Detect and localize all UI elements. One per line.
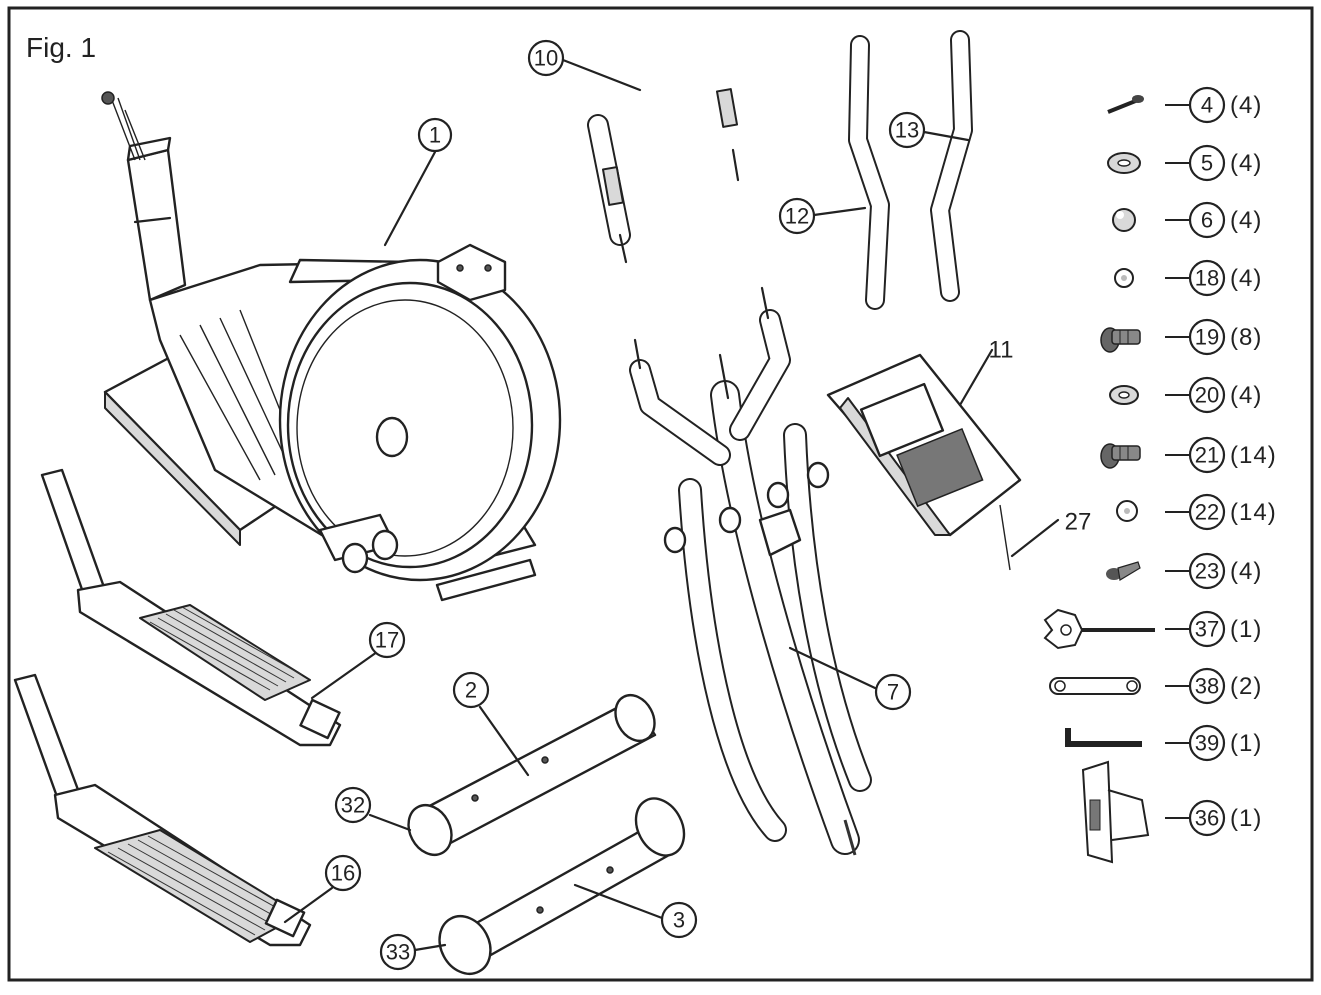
- callout-17: 17: [375, 628, 399, 653]
- part-number-circle: [1188, 86, 1226, 124]
- hardware-legend: 4(4)5(4)6(4)18(4)19(8)20(4)21(14)22(14)2…: [1165, 86, 1277, 837]
- hardware-row-37: 37 (1): [1165, 610, 1262, 648]
- hardware-row-36: 36 (1): [1165, 799, 1262, 837]
- hardware-row-21: 21 (14): [1165, 436, 1277, 474]
- part-32-end-cap: [407, 803, 453, 857]
- callout-12: 12: [785, 204, 809, 229]
- curved-washer-icon: [1109, 385, 1139, 405]
- part-number-circle: [1188, 667, 1226, 705]
- hardware-icons: [1043, 95, 1155, 864]
- bottle-holder-icon: [1081, 760, 1150, 864]
- callout-32: 32: [341, 793, 365, 818]
- hardware-part-number: 37: [1195, 617, 1219, 642]
- callouts: 1 10 12 13 11 27 7 17 2 32: [283, 39, 1092, 971]
- hardware-quantity: (4): [1230, 150, 1262, 177]
- hardware-part-number: 22: [1195, 500, 1219, 525]
- screw-icon: [1100, 443, 1141, 469]
- part-1-main-frame: [101, 91, 562, 602]
- hardware-part-number: 18: [1195, 266, 1219, 291]
- hardware-row-19: 19 (8): [1165, 318, 1262, 356]
- part-3-tube: [438, 797, 686, 975]
- hardware-part-number: 4: [1201, 93, 1213, 118]
- spanner-icon: [1049, 677, 1141, 695]
- part-number-circle: [1188, 144, 1226, 182]
- hardware-row-38: 38 (2): [1165, 667, 1262, 705]
- hardware-part-number: 20: [1195, 383, 1219, 408]
- hardware-row-22: 22 (14): [1165, 493, 1277, 531]
- hardware-part-number: 5: [1201, 151, 1213, 176]
- part-number-circle: [1188, 493, 1226, 531]
- hardware-quantity: (4): [1230, 558, 1262, 585]
- part-16-pedal-arm: [13, 673, 312, 947]
- allen-key-icon: [1065, 728, 1142, 747]
- hardware-part-number: 6: [1201, 208, 1213, 233]
- hardware-row-18: 18 (4): [1165, 259, 1262, 297]
- part-10-handlebar: [587, 44, 742, 264]
- hardware-quantity: (14): [1230, 442, 1277, 469]
- part-number-circle: [1188, 259, 1226, 297]
- flat-washer-icon: [1114, 268, 1134, 288]
- hardware-part-number: 39: [1195, 731, 1219, 756]
- part-number-circle: [1188, 318, 1226, 356]
- part-33-end-cap: [438, 915, 492, 975]
- hardware-quantity: (4): [1230, 207, 1262, 234]
- part-number-circle: [1188, 799, 1226, 837]
- part-17-pedal-arm: [40, 468, 342, 747]
- cap-nut-icon: [1112, 208, 1136, 232]
- hardware-part-number: 36: [1195, 806, 1219, 831]
- hardware-quantity: (4): [1230, 92, 1262, 119]
- callout-13: 13: [895, 118, 919, 143]
- hardware-part-number: 19: [1195, 325, 1219, 350]
- hardware-quantity: (14): [1230, 499, 1277, 526]
- callout-27: 27: [1065, 509, 1092, 536]
- callout-2: 2: [465, 678, 477, 703]
- hardware-quantity: (1): [1230, 616, 1262, 643]
- hardware-part-number: 21: [1195, 443, 1219, 468]
- figure-title: Fig. 1: [26, 32, 96, 63]
- hardware-row-6: 6 (4): [1165, 201, 1262, 239]
- callout-3: 3: [673, 908, 685, 933]
- part-7-front-post: [629, 286, 872, 856]
- part-number-circle: [1188, 201, 1226, 239]
- hardware-quantity: (4): [1230, 382, 1262, 409]
- bolt-icon: [1107, 95, 1144, 114]
- hardware-quantity: (1): [1230, 730, 1262, 757]
- hardware-row-4: 4 (4): [1165, 86, 1262, 124]
- callout-11: 11: [989, 337, 1014, 364]
- hardware-row-20: 20 (4): [1165, 376, 1262, 414]
- hardware-part-number: 23: [1195, 559, 1219, 584]
- part-number-circle: [1188, 436, 1226, 474]
- hardware-quantity: (8): [1230, 324, 1262, 351]
- part-number-circle: [1188, 610, 1226, 648]
- part-13-arm-tube: [930, 30, 973, 302]
- part-12-arm-tube: [848, 35, 890, 310]
- hardware-quantity: (4): [1230, 265, 1262, 292]
- flat-washer-icon: [1116, 500, 1138, 522]
- self-tapping-screw-icon: [1106, 561, 1141, 581]
- hardware-row-23: 23 (4): [1165, 552, 1262, 590]
- callout-16: 16: [331, 861, 355, 886]
- part-number-circle: [1188, 724, 1226, 762]
- callout-33: 33: [386, 940, 410, 965]
- hardware-quantity: (1): [1230, 805, 1262, 832]
- part-number-circle: [1188, 376, 1226, 414]
- hardware-part-number: 38: [1195, 674, 1219, 699]
- callout-10: 10: [534, 46, 558, 71]
- part-number-circle: [1188, 552, 1226, 590]
- wrench-tool-icon: [1043, 608, 1155, 650]
- curved-washer-icon: [1107, 152, 1141, 174]
- part-2-tube: [407, 693, 657, 857]
- callout-7: 7: [887, 680, 899, 705]
- hardware-quantity: (2): [1230, 673, 1262, 700]
- part-11-console: [826, 353, 1022, 571]
- hardware-row-39: 39 (1): [1165, 724, 1262, 762]
- screw-icon: [1100, 327, 1141, 353]
- hardware-row-5: 5 (4): [1165, 144, 1262, 182]
- callout-1: 1: [429, 123, 441, 148]
